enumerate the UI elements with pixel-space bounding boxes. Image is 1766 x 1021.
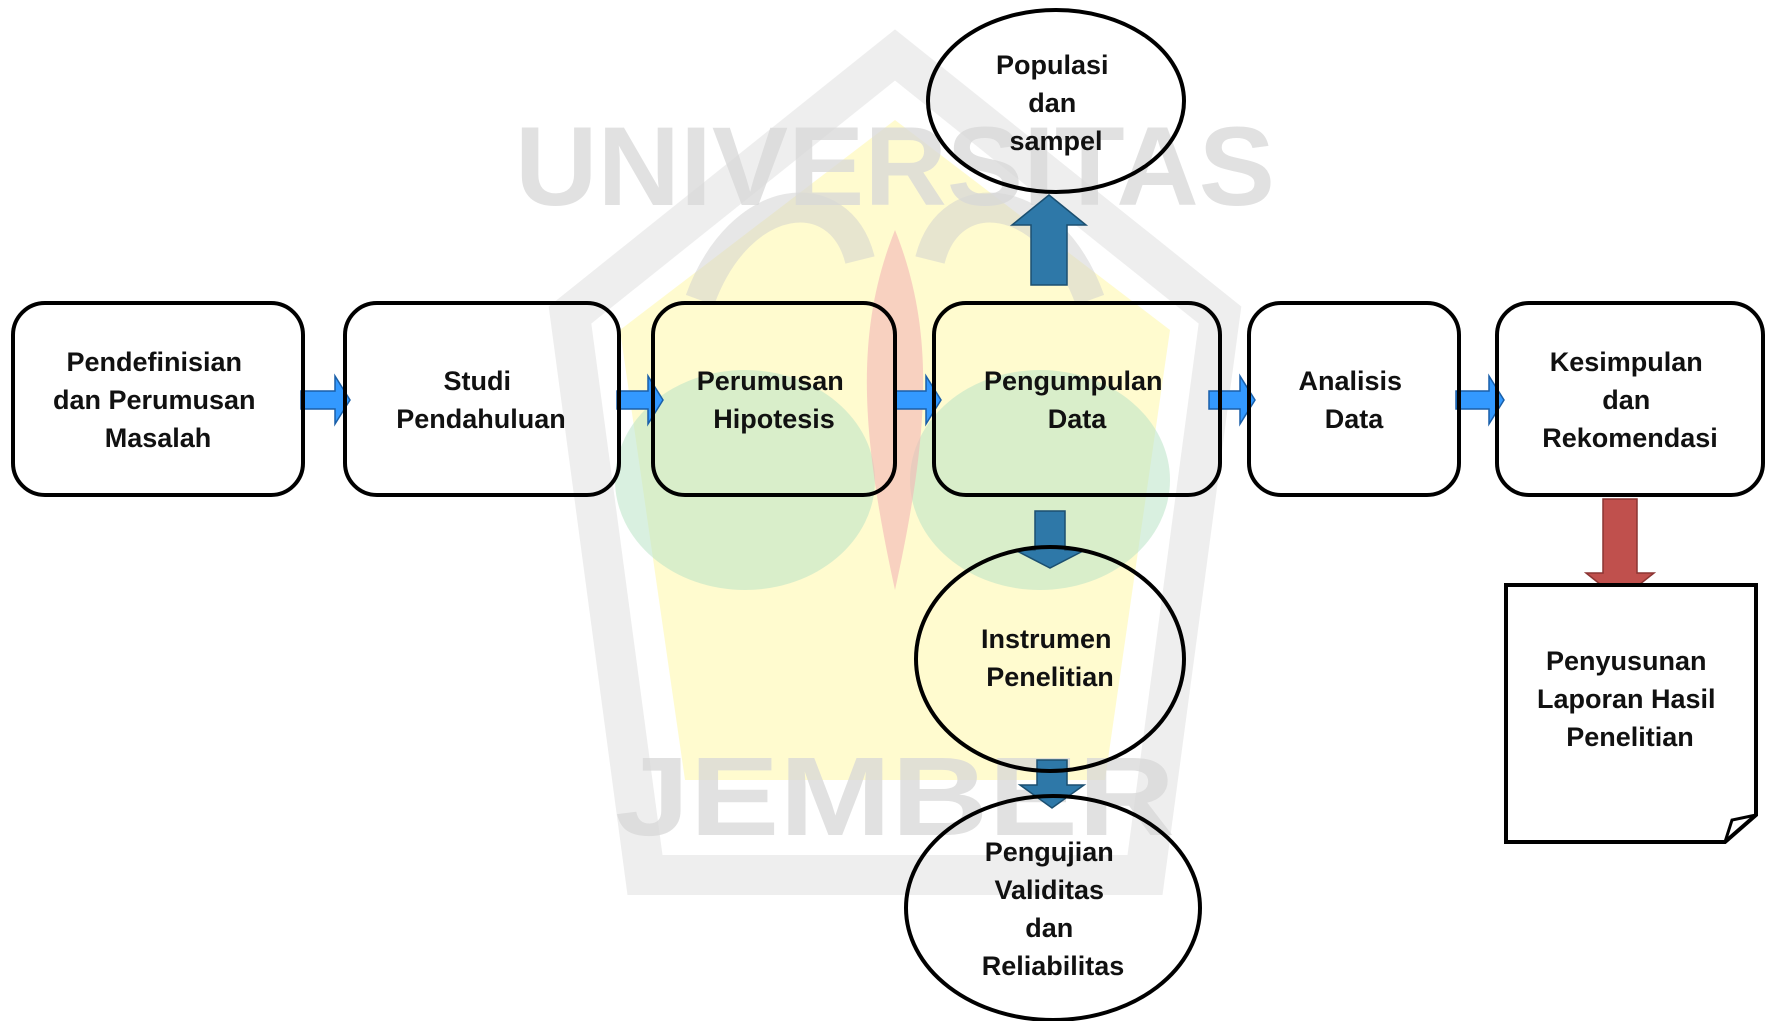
label-populasi-line: dan	[1028, 88, 1076, 118]
label-studi-line: Pendahuluan	[396, 404, 566, 434]
box-perumusan	[651, 301, 897, 497]
label-pendefinisian: Pendefinisian dan Perumusan Masalah	[53, 347, 263, 453]
label-populasi: Populasi dan sampel	[996, 50, 1116, 156]
arrow-pengumpulan-to-populasi	[1009, 194, 1089, 286]
label-pengumpulan-line: Pengumpulan	[984, 366, 1163, 396]
label-kesimpulan-line: Rekomendasi	[1542, 423, 1718, 453]
watermark-pentagon-outer	[548, 29, 1242, 895]
label-pengujian: Pengujian Validitas dan Reliabilitas	[982, 837, 1125, 981]
box-pengumpulan	[932, 301, 1222, 497]
label-kesimpulan-line: dan	[1602, 385, 1650, 415]
label-studi-line: Studi	[443, 366, 511, 396]
document-laporan-fold	[1723, 813, 1757, 843]
label-pendefinisian-line: Pendefinisian	[66, 347, 242, 377]
watermark-swirl-left	[685, 192, 875, 306]
ellipse-nodes	[904, 8, 1202, 1021]
label-kesimpulan: Kesimpulan dan Rekomendasi	[1542, 347, 1718, 453]
label-instrumen-line: Instrumen	[981, 624, 1112, 654]
label-populasi-line: Populasi	[996, 50, 1109, 80]
label-studi: Studi Pendahuluan	[396, 366, 566, 434]
arrow-pendefinisian-to-studi	[300, 373, 351, 427]
label-pengujian-line: Reliabilitas	[982, 951, 1125, 981]
ellipse-pengujian	[904, 794, 1202, 1021]
box-analisis	[1247, 301, 1461, 497]
watermark-top-text: UNIVERSITAS	[515, 104, 1275, 229]
box-pendefinisian	[11, 301, 305, 497]
ellipse-populasi	[926, 8, 1186, 194]
label-pendefinisian-line: Masalah	[105, 423, 212, 453]
label-pengujian-line: Validitas	[994, 875, 1104, 905]
label-analisis: Analisis Data	[1298, 366, 1409, 434]
watermark-swirl-right	[915, 192, 1105, 306]
label-kesimpulan-line: Kesimpulan	[1550, 347, 1703, 377]
ellipse-instrumen	[914, 545, 1186, 773]
label-laporan-line: Penyusunan	[1546, 646, 1707, 676]
label-instrumen-line: Penelitian	[986, 662, 1114, 692]
label-perumusan-line: Perumusan	[697, 366, 844, 396]
label-laporan-line: Penelitian	[1566, 722, 1694, 752]
label-pengujian-line: Pengujian	[985, 837, 1114, 867]
label-analisis-line: Analisis	[1298, 366, 1402, 396]
label-instrumen: Instrumen Penelitian	[981, 624, 1119, 692]
watermark-leaf-left	[615, 370, 875, 590]
label-perumusan: Perumusan Hipotesis	[697, 366, 852, 434]
label-pengumpulan-line: Data	[1048, 404, 1108, 434]
box-kesimpulan	[1495, 301, 1765, 497]
document-laporan	[1504, 583, 1758, 844]
process-boxes	[11, 301, 1765, 497]
label-perumusan-line: Hipotesis	[713, 404, 835, 434]
label-pengujian-line: dan	[1025, 913, 1073, 943]
label-analisis-line: Data	[1325, 404, 1385, 434]
label-laporan-line: Laporan Hasil	[1537, 684, 1716, 714]
label-pendefinisian-line: dan Perumusan	[53, 385, 256, 415]
watermark-leaf-right	[910, 370, 1170, 590]
label-populasi-line: sampel	[1009, 126, 1102, 156]
label-pengumpulan: Pengumpulan Data	[984, 366, 1170, 434]
label-laporan: Penyusunan Laporan Hasil Penelitian	[1537, 646, 1723, 752]
box-studi	[343, 301, 621, 497]
